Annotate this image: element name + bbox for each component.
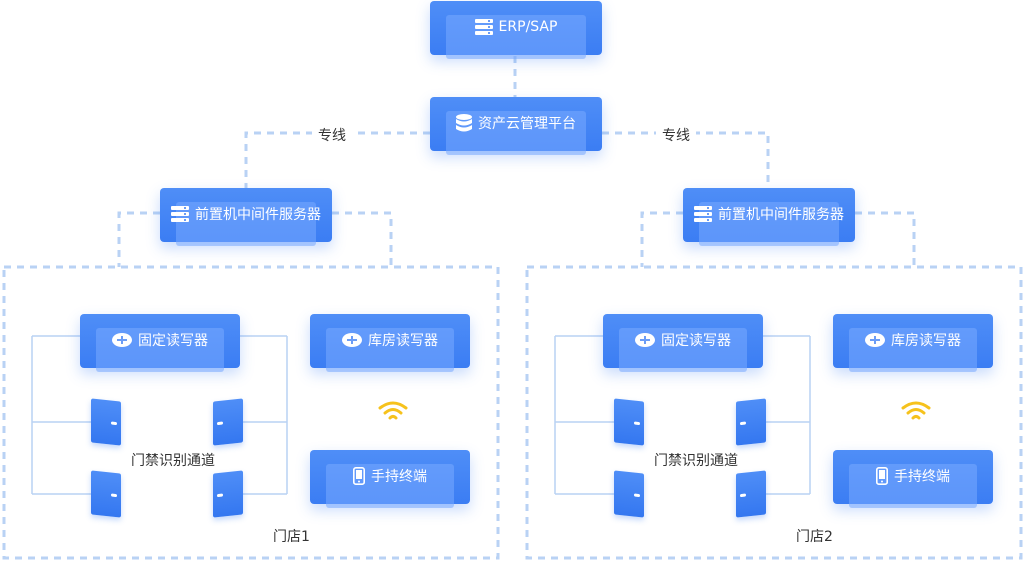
door-icon — [91, 470, 121, 518]
store1-fixed-reader-label: 固定读写器 — [138, 333, 208, 349]
erp-label: ERP/SAP — [498, 19, 558, 35]
store1-warehouse-reader-node[interactable]: 库房读写器 — [310, 314, 470, 372]
store2-name: 门店2 — [796, 529, 833, 545]
cloud-platform-node[interactable]: 资产云管理平台 — [430, 97, 602, 155]
gate-wiring-1 — [31, 335, 288, 495]
store1-handheld-node[interactable]: 手持终端 — [310, 450, 470, 508]
router-icon — [865, 333, 885, 347]
wifi-signal-icon — [378, 401, 408, 420]
private-line-label-right: 专线 — [656, 125, 696, 145]
middleware-server-node-2[interactable]: 前置机中间件服务器 — [683, 188, 855, 246]
store2-handheld-node[interactable]: 手持终端 — [833, 450, 993, 508]
phone-icon — [876, 467, 888, 485]
server-icon — [171, 206, 189, 222]
middleware-server-node-1[interactable]: 前置机中间件服务器 — [160, 188, 332, 246]
store2-fixed-reader-label: 固定读写器 — [661, 333, 731, 349]
server-icon — [694, 206, 712, 222]
server2-store2-right-link — [855, 211, 916, 267]
server-icon — [474, 19, 493, 35]
wifi-signal-icon — [901, 401, 931, 420]
server1-store1-right-link — [332, 211, 393, 267]
router-icon — [112, 333, 132, 347]
store2-fixed-reader-node[interactable]: 固定读写器 — [603, 314, 763, 372]
store1-warehouse-reader-label: 库房读写器 — [368, 333, 438, 349]
store2-warehouse-reader-label: 库房读写器 — [891, 333, 961, 349]
store1-name: 门店1 — [273, 529, 310, 545]
cloud-platform-label: 资产云管理平台 — [478, 116, 576, 132]
store1-handheld-label: 手持终端 — [371, 469, 427, 485]
store2-handheld-label: 手持终端 — [894, 469, 950, 485]
middleware-server-label-2: 前置机中间件服务器 — [718, 207, 844, 223]
door-icon — [213, 470, 243, 518]
door-icon — [736, 398, 766, 446]
door-icon — [91, 398, 121, 446]
phone-icon — [353, 467, 365, 485]
door-icon — [614, 398, 644, 446]
erp-node[interactable]: ERP/SAP — [430, 1, 602, 59]
router-icon — [635, 333, 655, 347]
store1-gate-label: 门禁识别通道 — [131, 453, 215, 469]
server2-store2-left-link — [640, 211, 683, 267]
store1-fixed-reader-node[interactable]: 固定读写器 — [80, 314, 240, 372]
store-2-frame — [525, 265, 1023, 560]
gate-wiring-2 — [554, 335, 811, 495]
private-line-label-left: 专线 — [312, 125, 352, 145]
door-icon — [213, 398, 243, 446]
router-icon — [342, 333, 362, 347]
door-icon — [614, 470, 644, 518]
middleware-server-label-1: 前置机中间件服务器 — [195, 207, 321, 223]
store-1-frame — [2, 265, 500, 560]
database-icon — [456, 114, 472, 132]
private-line-left — [244, 131, 430, 188]
door-icon — [736, 470, 766, 518]
store2-gate-label: 门禁识别通道 — [654, 453, 738, 469]
server1-store1-left-link — [117, 211, 160, 267]
store2-warehouse-reader-node[interactable]: 库房读写器 — [833, 314, 993, 372]
